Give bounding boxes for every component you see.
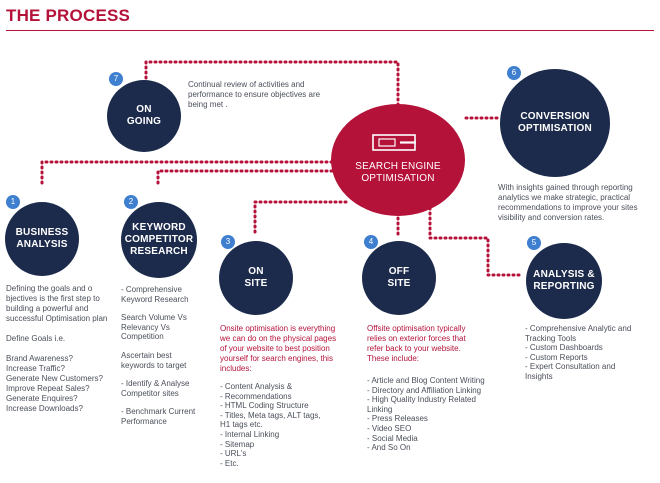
seo-center-circle: SEARCH ENGINE OPTIMISATION [331,104,465,216]
list-item: - Article and Blog Content Writing [367,376,485,385]
step-1-badge: 1 [6,195,20,209]
step-offsite-circle: OFF SITE [362,241,436,315]
list-item: - Custom Reports [525,352,588,362]
connector-center-to-reporting [428,206,522,277]
list-item: Ascertain best keywords to target [121,350,187,370]
step-keyword-circle: KEYWORD COMPETITOR RESEARCH [121,202,197,278]
list-item: - Directory and Affiliation Linking [367,385,482,395]
offsite-intro: Offsite optimisation typically relies on… [367,324,466,363]
list-item: - Content Analysis & [220,382,293,391]
step-ongoing-circle: ON GOING [107,80,181,152]
list-item: - Press Releases [367,414,428,424]
onsite-list: - Content Analysis & - Recommendations -… [220,382,321,468]
step-onsite-circle: ON SITE [219,241,293,315]
list-item: - Expert Consultation and Insights [525,362,616,381]
step-conversion-label: CONVERSION OPTIMISATION [518,111,592,134]
list-item: - Titles, Meta tags, ALT tags, H1 tags e… [220,410,321,430]
step-conversion-circle: CONVERSION OPTIMISATION [500,69,610,177]
step-2-badge: 2 [124,195,138,209]
list-item: - Sitemap [220,439,255,449]
list-item: - Identify & Analyse Competitor sites [121,379,190,398]
seo-center-label: SEARCH ENGINE OPTIMISATION [355,161,441,184]
list-item: - Comprehensive Keyword Research [121,285,189,304]
connector-center-to-onsite [253,200,348,234]
step-5-badge: 5 [527,236,541,250]
ongoing-description: Continual review of activities and perfo… [188,80,321,109]
list-item: - Video SEO [367,423,412,433]
list-item: Search Volume Vs Relevancy Vs Competitio… [121,313,187,342]
list-item: - And So On [367,443,411,453]
onsite-intro: Onsite optimisation is everything we can… [220,324,337,373]
list-item: - HTML Coding Structure [220,401,309,411]
title-divider [6,30,654,31]
step-7-badge: 7 [109,72,123,86]
conversion-description: With insights gained through reporting a… [498,183,638,222]
connector-center-to-business [40,160,344,188]
list-item: - High Quality Industry Related Linking [367,395,476,414]
list-item: - Custom Dashboards [525,343,603,353]
step-6-badge: 6 [507,66,521,80]
step-ongoing-label: ON GOING [126,104,162,127]
connector-center-to-ongoing [144,60,400,107]
list-item: - Recommendations [220,391,292,401]
keyword-list: - Comprehensive Keyword Research Search … [121,285,195,427]
list-item: - Internal Linking [220,429,280,439]
step-3-badge: 3 [221,235,235,249]
search-bar-icon [372,134,416,151]
reporting-list: - Comprehensive Analytic and Tracking To… [525,324,631,382]
step-onsite-label: ON SITE [244,266,268,289]
step-offsite-label: OFF SITE [387,266,411,289]
list-item: - Comprehensive Analytic and Tracking To… [525,324,632,343]
offsite-list: - Article and Blog Content Writing - Dir… [367,376,485,453]
step-reporting-label: ANALYSIS & REPORTING [533,269,595,292]
page-title: THE PROCESS [6,6,131,25]
list-item: - Benchmark Current Performance [121,407,196,426]
connector-center-to-keyword [156,169,344,188]
step-reporting-circle: ANALYSIS & REPORTING [526,243,602,319]
list-item: - Social Media [367,433,418,443]
step-business-label: BUSINESS ANALYSIS [15,227,69,250]
step-4-badge: 4 [364,235,378,249]
list-item: - URL's [220,449,247,459]
step-keyword-label: KEYWORD COMPETITOR RESEARCH [124,222,194,257]
business-description: Defining the goals and o bjectives is th… [6,284,108,413]
step-business-circle: BUSINESS ANALYSIS [5,202,79,276]
list-item: - Etc. [220,458,239,468]
